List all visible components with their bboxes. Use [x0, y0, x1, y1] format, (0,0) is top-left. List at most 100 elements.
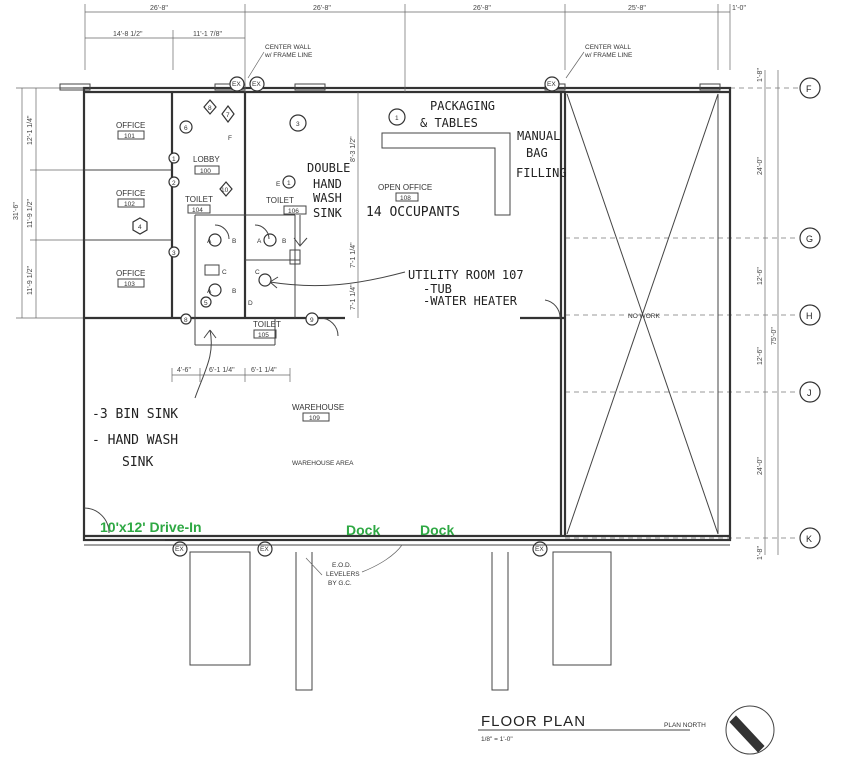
dim-top-sub-2: 11'-1 7/8" — [193, 31, 223, 38]
tag-1-b: 1 — [287, 180, 291, 187]
tag-8-b: 8 — [184, 317, 188, 324]
hw-sinks-3: SINK — [122, 455, 153, 470]
warehouse-num: 109 — [309, 415, 320, 422]
dim-top-3: 26'-8" — [473, 5, 491, 12]
office-103-name: OFFICE — [116, 269, 145, 278]
hw-occupants: 14 OCCUPANTS — [366, 205, 460, 220]
fixture-toilet-104b — [208, 283, 222, 297]
dim-left-2: 31'-6" — [13, 202, 20, 220]
dim-inner-4: 7'-1 1/4" — [350, 242, 357, 268]
hw-manual-2: BAG — [526, 146, 548, 160]
toilet-fixtures: A B A B C C A B D E F — [204, 135, 301, 307]
toilet-104-name: TOILET — [185, 195, 213, 204]
office-walls — [84, 92, 567, 536]
toilet-106-num: 106 — [288, 208, 299, 215]
floor-plan-title: FLOOR PLAN — [481, 713, 586, 730]
fixture-b-2: B — [282, 238, 286, 245]
fixture-d: D — [248, 300, 253, 307]
floor-plan-scale: 1/8" = 1'-0" — [481, 736, 513, 743]
grid-bubble-j — [799, 381, 821, 403]
exit-6: EX — [535, 546, 544, 553]
hw-sinks-1: -3 BIN SINK — [92, 407, 178, 422]
door-tags: 1 2 3 3 4 5 6 7 8 8 9 10 1 1 — [132, 99, 406, 326]
office-102-num: 102 — [124, 201, 135, 208]
warehouse-area-label: WAREHOUSE AREA — [292, 460, 354, 467]
exit-5: EX — [260, 546, 269, 553]
hw-sinks-2: - HAND WASH — [92, 433, 178, 448]
exit-4: EX — [175, 546, 184, 553]
north-arrow-needle-icon — [729, 715, 765, 753]
grid-bubble-g — [799, 227, 821, 249]
dim-left-4: 11'-9 1/2" — [27, 265, 34, 295]
dim-inner-5: 7'-1 1/4" — [350, 284, 357, 310]
dim-right-7: 1'-8" — [757, 546, 764, 560]
room-labels: OFFICE 101 OFFICE 102 OFFICE 103 LOBBY 1… — [116, 121, 432, 467]
hw-packaging-2: & TABLES — [420, 116, 478, 130]
dim-top-2: 26'-8" — [313, 5, 331, 12]
hw-utility-2: -TUB — [423, 282, 452, 296]
center-wall-2-line1: CENTER WALL — [585, 44, 631, 51]
tag-5: 5 — [204, 300, 208, 307]
hw-double-4: SINK — [313, 206, 343, 220]
left-dimensions: 12'-1 1/4" 31'-6" 11'-9 1/2" 11'-9 1/2" — [13, 87, 84, 319]
dim-top-5: 1'-0" — [732, 5, 746, 12]
warehouse-name: WAREHOUSE — [292, 403, 344, 412]
tag-2: 2 — [172, 180, 176, 187]
grid-label-g: G — [806, 234, 813, 244]
exit-3: EX — [547, 81, 556, 88]
tag-9: 9 — [310, 317, 314, 324]
grid-label-j: J — [807, 388, 812, 398]
eod-line-2: LEVELERS — [326, 571, 360, 578]
office-102-name: OFFICE — [116, 189, 145, 198]
fixture-f: F — [228, 135, 232, 142]
fixture-e: E — [276, 181, 281, 188]
tag-8-a: 8 — [208, 105, 212, 112]
dim-inner-3: 6'-1 1/4" — [251, 367, 277, 374]
fixture-toilet-104 — [208, 233, 222, 247]
tag-1-a: 1 — [172, 156, 176, 163]
open-office-name: OPEN OFFICE — [378, 183, 432, 192]
dim-inner-6: 8'-3 1/2" — [350, 136, 357, 162]
no-work-zone: NO WORK — [566, 93, 719, 535]
toilet-104-num: 104 — [192, 207, 203, 214]
center-wall-notes: CENTER WALL w/ FRAME LINE CENTER WALL w/… — [247, 44, 633, 79]
inner-dimensions: 4'-6" 6'-1 1/4" 6'-1 1/4" 7'-1 1/4" 7'-1… — [171, 92, 359, 382]
grid-label-k: K — [806, 534, 812, 544]
eod-line-1: E.O.D. — [332, 562, 352, 569]
eod-line-3: BY G.C. — [328, 580, 352, 587]
toilet-106-name: TOILET — [266, 196, 294, 205]
doors — [83, 224, 561, 534]
fixture-b-1: B — [232, 238, 236, 245]
dim-right-6: 24'-0" — [757, 457, 764, 475]
eod-note: E.O.D. LEVELERS BY G.C. — [305, 544, 403, 587]
center-wall-2-line2: w/ FRAME LINE — [584, 52, 633, 59]
toilet-105-num: 105 — [258, 332, 269, 339]
fixture-a-1: A — [207, 238, 212, 245]
office-101-num: 101 — [124, 133, 135, 140]
open-office-num: 108 — [400, 195, 411, 202]
grid-bubble-f — [799, 77, 821, 99]
grid-bubble-h — [799, 304, 821, 326]
drive-in-label: 10'x12' Drive-In — [100, 519, 202, 535]
hw-manual-3: FILLING — [516, 166, 567, 180]
top-dimensions: 26'-8" 26'-8" 26'-8" 25'-8" 1'-0" 14'-8 … — [84, 4, 746, 70]
tag-4: 4 — [138, 224, 142, 231]
plan-north-label: PLAN NORTH — [664, 722, 706, 729]
center-wall-1-line2: w/ FRAME LINE — [264, 52, 313, 59]
fixture-a-3: A — [207, 288, 212, 295]
center-wall-1-line1: CENTER WALL — [265, 44, 311, 51]
grid-label-f: F — [806, 84, 812, 94]
dim-right-2: 24'-0" — [757, 157, 764, 175]
tag-6: 6 — [184, 125, 188, 132]
toilet-105-name: TOILET — [253, 320, 281, 329]
loading-docks — [84, 539, 730, 691]
dock-overlay-labels: 10'x12' Drive-In Dock Dock — [100, 519, 454, 538]
dock-label-1: Dock — [346, 522, 380, 538]
exit-2: EX — [252, 81, 261, 88]
hw-packaging-1: PACKAGING — [430, 99, 495, 113]
dim-top-sub-1: 14'-8 1/2" — [113, 31, 143, 38]
fixture-c-2: C — [255, 269, 260, 276]
tag-3-a: 3 — [172, 250, 176, 257]
tag-3-b: 3 — [296, 121, 300, 128]
dock-label-2: Dock — [420, 522, 454, 538]
